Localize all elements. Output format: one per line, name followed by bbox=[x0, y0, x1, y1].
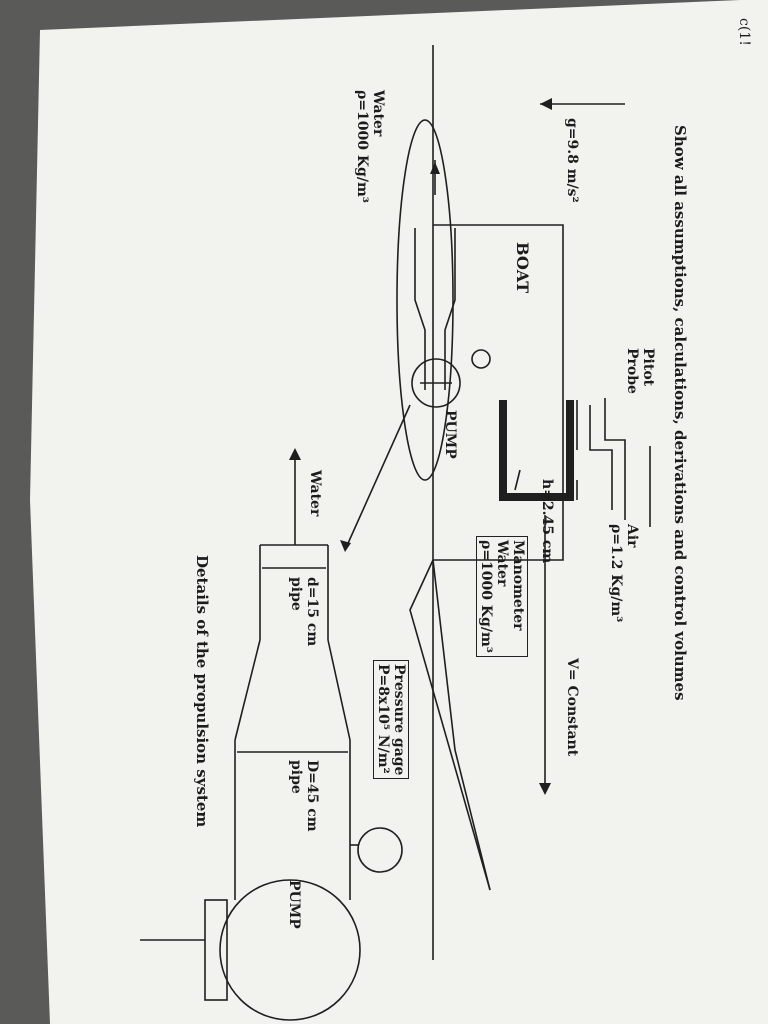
air-label: Air ρ=1.2 Kg/m³ bbox=[608, 524, 640, 623]
duct-lower-wall bbox=[414, 228, 426, 390]
velocity-label: V= Constant bbox=[564, 658, 580, 757]
manometer-height-label: h=2.45 cm bbox=[539, 479, 555, 564]
paper-sheet bbox=[30, 0, 768, 1024]
boat-pump-circle bbox=[411, 358, 461, 408]
jet-arrowhead bbox=[430, 162, 440, 174]
taper-top bbox=[327, 639, 351, 741]
boat-cabin-outline bbox=[433, 224, 564, 561]
manometer-leader bbox=[514, 469, 521, 491]
taper-bottom bbox=[234, 639, 261, 741]
gravity-label: g=9.8 m/s² bbox=[564, 118, 580, 203]
detail-pressure-gage bbox=[357, 827, 403, 873]
manometer-u-tube bbox=[499, 400, 574, 501]
pressure-gage-label: Pressure gage P=8x10⁵ N/m² bbox=[373, 660, 409, 780]
details-caption: Details of the propulsion system bbox=[193, 555, 211, 828]
manometer-label: Manometer Water ρ=1000 Kg/m³ bbox=[476, 536, 528, 657]
boat-hull-upper bbox=[432, 559, 491, 891]
water-body-label: Water ρ=1000 Kg/m³ bbox=[354, 90, 386, 203]
pitot-probe-label: Pitot Probe bbox=[624, 348, 656, 394]
pump-inlet bbox=[204, 899, 228, 1001]
detail-pointer-head bbox=[340, 540, 351, 552]
large-pipe-label: D=45 cm pipe bbox=[288, 760, 320, 832]
detail-pump-circle bbox=[219, 879, 361, 1021]
control-volume-ellipse bbox=[396, 119, 454, 481]
boat-label: BOAT bbox=[513, 242, 532, 294]
velocity-arrowhead bbox=[539, 783, 551, 795]
corner-mark: c(1! bbox=[736, 18, 752, 46]
pitot-tube-outer bbox=[604, 398, 626, 520]
detail-pointer bbox=[344, 404, 411, 551]
detail-pump-label: PUMP bbox=[286, 880, 302, 929]
pitot-tube-inner bbox=[589, 405, 613, 510]
boat-pressure-gage bbox=[471, 349, 491, 369]
boat-pump-label: PUMP bbox=[442, 410, 458, 459]
outlet-arrowhead bbox=[289, 448, 301, 460]
gravity-arrowhead bbox=[540, 98, 552, 110]
instructions-text: Show all assumptions, calculations, deri… bbox=[671, 125, 689, 701]
small-pipe-label: d=15 cm pipe bbox=[288, 577, 320, 647]
outlet-water-label: Water bbox=[307, 470, 323, 517]
boat-hull-lower bbox=[409, 559, 491, 891]
